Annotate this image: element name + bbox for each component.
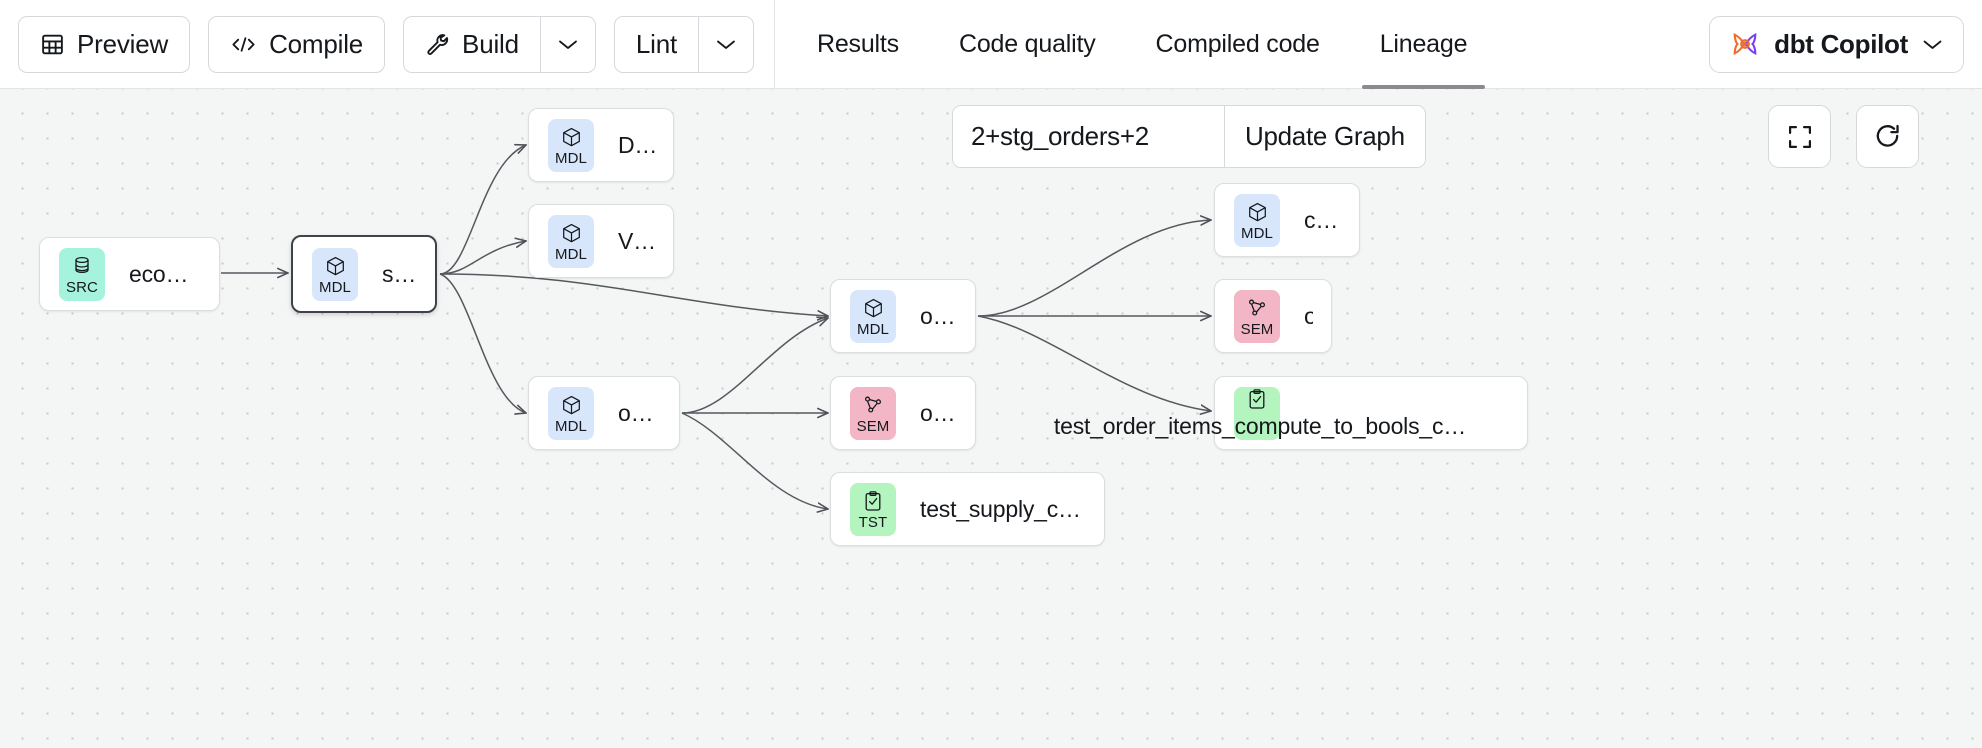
lineage-node-label: VE_Demo (618, 227, 655, 254)
wrench-icon (425, 32, 450, 57)
dbt-copilot-button[interactable]: dbt Copilot (1709, 15, 1964, 73)
copilot-area: dbt Copilot (1709, 15, 1982, 73)
node-type-badge-sem: SEM (1234, 289, 1280, 343)
cube-icon (562, 220, 581, 246)
lineage-node-stg-orders[interactable]: MDL stg_orders (291, 235, 437, 313)
graph-selector-input[interactable] (953, 106, 1224, 167)
node-type-code: MDL (555, 150, 587, 167)
cube-icon (326, 253, 345, 279)
lineage-node-ecom-raw-orders[interactable]: SRC ecom.raw_orders (39, 237, 220, 311)
node-type-badge-mdl: MDL (850, 289, 896, 343)
graph-selector-group: Update Graph (952, 105, 1426, 168)
lineage-node-label: stg_orders (382, 260, 417, 287)
node-type-badge-mdl: MDL (548, 386, 594, 440)
lineage-node-orders-model[interactable]: MDL orders (830, 279, 976, 353)
fit-to-screen-button[interactable] (1768, 105, 1831, 168)
node-type-badge-tst: test_order_items_compute_to_bools_c… (1054, 386, 1466, 440)
clipboard-check-icon (864, 488, 882, 514)
lineage-node-label: orders (920, 302, 957, 329)
preview-button[interactable]: Preview (18, 15, 191, 73)
lineage-node-label: order_items (618, 399, 661, 426)
node-type-code: SEM (856, 418, 890, 435)
dbt-copilot-icon (1730, 29, 1760, 59)
lineage-node-demo[interactable]: MDL Demo (528, 108, 674, 182)
node-type-badge-sem: SEM (850, 386, 896, 440)
lint-button-label: Lint (635, 28, 677, 59)
update-graph-button-label: Update Graph (1245, 121, 1405, 151)
dbt-copilot-label: dbt Copilot (1774, 28, 1908, 59)
node-type-badge-mdl: MDL (1234, 193, 1280, 247)
refresh-graph-button[interactable] (1856, 105, 1919, 168)
chevron-down-icon (1922, 38, 1943, 51)
build-button-label: Build (462, 28, 519, 59)
node-type-badge-mdl: MDL (548, 118, 594, 172)
network-icon (863, 392, 883, 418)
compile-button-label: Compile (269, 28, 364, 59)
refresh-icon (1873, 122, 1902, 151)
node-type-code: SEM (1240, 321, 1274, 338)
tab-code-quality[interactable]: Code quality (929, 0, 1126, 89)
lineage-node-label: ecom.raw_orders (129, 260, 201, 287)
compile-button[interactable]: Compile (208, 15, 386, 73)
chevron-down-icon (716, 38, 736, 51)
tab-results-label: Results (817, 29, 899, 58)
lint-dropdown-toggle[interactable] (698, 16, 753, 72)
node-type-code: MDL (319, 279, 351, 296)
lineage-node-label: test_supply_costs_sum_correctly (920, 495, 1086, 522)
node-type-code: MDL (555, 246, 587, 263)
tab-compiled-code[interactable]: Compiled code (1126, 0, 1350, 89)
node-type-code: MDL (555, 418, 587, 435)
action-button-group: Preview Compile Build (0, 0, 754, 89)
build-button[interactable]: Build (404, 17, 540, 72)
chevron-down-icon (558, 38, 578, 51)
build-split-button: Build (403, 15, 596, 73)
lineage-canvas[interactable]: SRC ecom.raw_orders MDL stg_orders (0, 89, 1982, 748)
database-icon (73, 253, 91, 279)
lineage-node-test-supply-costs[interactable]: TST test_supply_costs_sum_correctly (830, 472, 1105, 546)
lineage-node-customers[interactable]: MDL customers (1214, 183, 1360, 257)
node-type-code: SRC (66, 279, 98, 296)
update-graph-button[interactable]: Update Graph (1224, 106, 1425, 167)
lineage-node-orders-semantic[interactable]: SEM orders (1214, 279, 1332, 353)
clipboard-check-icon (1248, 387, 1266, 413)
lineage-node-label: test_order_items_compute_to_bools_c… (1053, 412, 1467, 439)
cube-icon (562, 124, 581, 150)
node-type-badge-mdl: MDL (548, 214, 594, 268)
lineage-node-label: customers (1304, 206, 1341, 233)
cube-icon (864, 295, 883, 321)
lint-split-button: Lint (613, 15, 754, 73)
tab-lineage[interactable]: Lineage (1350, 0, 1498, 89)
node-type-code: MDL (857, 321, 889, 338)
node-type-badge-mdl: MDL (312, 247, 358, 301)
lint-button[interactable]: Lint (615, 17, 698, 72)
lineage-edges (221, 89, 1982, 748)
node-type-badge-tst: TST (850, 482, 896, 536)
top-toolbar: Preview Compile Build (0, 0, 1982, 89)
lineage-node-label: Demo (618, 131, 655, 158)
tab-results[interactable]: Results (787, 0, 929, 89)
lineage-node-order-item-semantic[interactable]: SEM order_item (830, 376, 976, 450)
tab-compiled-code-label: Compiled code (1155, 29, 1320, 58)
table-icon (40, 32, 65, 57)
cube-icon (1248, 199, 1267, 225)
toolbar-divider (774, 0, 775, 89)
node-type-code: MDL (1241, 225, 1273, 242)
lineage-node-ve-demo[interactable]: MDL VE_Demo (528, 204, 674, 278)
lineage-node-order-items[interactable]: MDL order_items (528, 376, 680, 450)
network-icon (1247, 295, 1267, 321)
fullscreen-icon (1786, 123, 1814, 151)
node-type-badge-src: SRC (59, 247, 105, 301)
lineage-node-label: order_item (920, 399, 957, 426)
tab-code-quality-label: Code quality (958, 29, 1096, 58)
cube-icon (562, 392, 581, 418)
preview-button-label: Preview (77, 28, 169, 59)
node-type-code: TST (858, 514, 888, 531)
build-dropdown-toggle[interactable] (539, 16, 595, 72)
lineage-node-label: orders (1304, 303, 1313, 330)
tab-lineage-label: Lineage (1379, 29, 1468, 58)
code-brackets-icon (230, 32, 257, 57)
lineage-node-test-order-items[interactable]: test_order_items_compute_to_bools_c… (1054, 376, 1528, 450)
tab-bar: Results Code quality Compiled code Linea… (787, 0, 1497, 89)
